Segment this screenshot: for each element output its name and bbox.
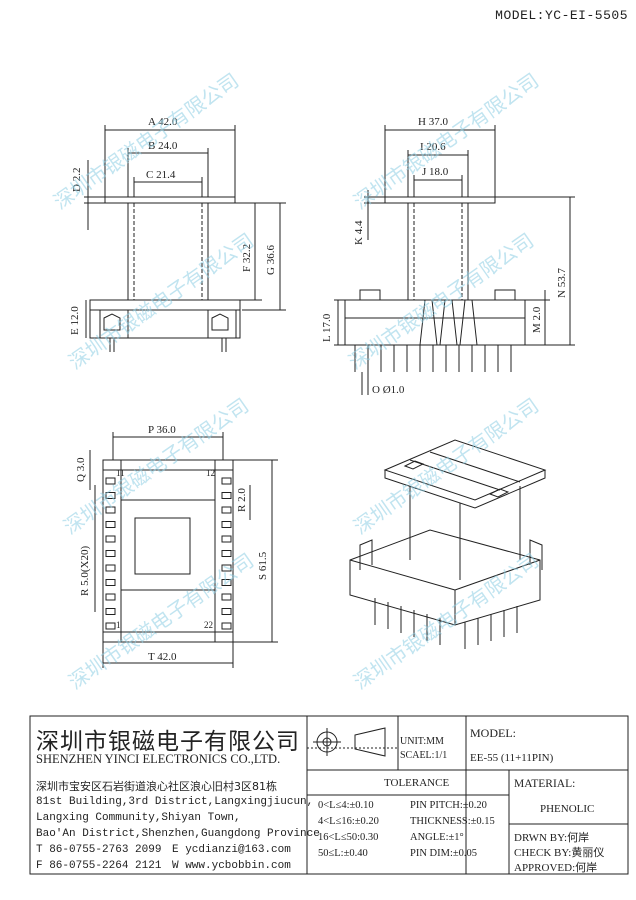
pin-slot	[105, 564, 116, 572]
bottom-view-pins	[105, 477, 232, 630]
dim-k: K 4.4	[353, 220, 365, 245]
approved-by: APPROVED:何岸	[514, 862, 598, 874]
side-view	[334, 125, 575, 395]
company-email: E ycdianzi@163.com	[172, 844, 291, 856]
watermark: 深圳市银磁电子有限公司	[344, 228, 538, 374]
company-web: W www.ycbobbin.com	[172, 860, 291, 872]
model-header: MODEL:YC-EI-5505	[495, 8, 628, 23]
dim-c: C 21.4	[146, 169, 176, 181]
drawn-by: DRWN BY:何岸	[514, 832, 590, 844]
watermark: 深圳市银磁电子有限公司	[64, 228, 258, 374]
dim-d: D 2.2	[71, 168, 83, 192]
pin-slot	[221, 535, 232, 543]
dim-q: Q 3.0	[75, 457, 87, 482]
pin-label-1: 1	[116, 620, 121, 630]
pin-tolerance-row: ANGLE:±1°	[410, 832, 464, 843]
pin-slot	[221, 506, 232, 514]
company-address-en-2: Langxing Community,Shiyan Town,	[36, 812, 241, 824]
dim-g: G 36.6	[265, 245, 277, 275]
tolerance-row: 0<L≤4:±0.10	[318, 800, 374, 811]
tolerance-row: 50≤L:±0.40	[318, 848, 368, 859]
model-label: MODEL:	[470, 726, 516, 740]
dim-s: S 61.5	[257, 551, 269, 580]
watermark: 深圳市银磁电子有限公司	[49, 68, 243, 214]
title-block-grid	[29, 715, 629, 875]
pin-slot	[105, 535, 116, 543]
dim-r: R 5.0(X20)	[79, 546, 91, 596]
pin-slot	[221, 564, 232, 572]
dim-i: I 20.6	[420, 141, 446, 153]
dim-n: N 53.7	[556, 268, 568, 298]
dim-f: F 32.2	[241, 244, 253, 272]
company-name-en: SHENZHEN YINCI ELECTRONICS CO.,LTD.	[36, 752, 281, 766]
pin-tolerance-row: PIN DIM:±0.05	[410, 848, 478, 859]
model-value: EE-55 (11+11PIN)	[470, 752, 554, 764]
company-address-en-3: Bao'An District,Shenzhen,Guangdong Provi…	[36, 828, 320, 840]
material-label: MATERIAL:	[514, 778, 576, 790]
pin-slot	[105, 593, 116, 601]
watermark: 深圳市银磁电子有限公司	[64, 548, 258, 694]
pin-slot	[105, 622, 116, 630]
tolerance-row: 16<L≤50:0.30	[318, 832, 379, 843]
pin-slot	[221, 622, 232, 630]
pin-slot	[221, 521, 232, 528]
watermark: 深圳市银磁电子有限公司	[349, 68, 543, 214]
pin-slot	[105, 506, 116, 514]
dim-t: T 42.0	[148, 651, 177, 663]
dim-r2: R 2.0	[236, 488, 248, 512]
pin-slot	[105, 579, 116, 586]
company-fax: F 86-0755-2264 2121	[36, 860, 162, 872]
dim-l: L 17.0	[321, 313, 333, 342]
scale-label: SCAEL:1/1	[400, 750, 448, 761]
dim-b: B 24.0	[148, 140, 178, 152]
pin-label-22: 22	[204, 620, 213, 630]
pin-tolerance-row: THICKNESS:±0.15	[410, 816, 495, 827]
bottom-view	[89, 432, 278, 668]
dim-j: J 18.0	[422, 166, 449, 178]
company-tel: T 86-0755-2763 2099	[36, 844, 162, 856]
tolerance-title: TOLERANCE	[384, 777, 450, 789]
company-address-en-1: 81st Building,3rd District,Langxingjiucu…	[36, 796, 314, 808]
watermark: 深圳市银磁电子有限公司	[349, 393, 543, 539]
dim-o: O Ø1.0	[372, 384, 405, 396]
pin-slot	[221, 593, 232, 601]
checked-by: CHECK BY:黄丽仪	[514, 847, 605, 859]
pin-tolerance-row: PIN PITCH:±0.20	[410, 800, 487, 811]
isometric-view	[349, 439, 547, 649]
pin-slot	[105, 477, 116, 485]
pin-slot	[221, 608, 232, 615]
pin-slot	[105, 608, 116, 615]
watermark: 深圳市银磁电子有限公司	[349, 548, 543, 694]
dim-h: H 37.0	[418, 116, 448, 128]
watermark: 深圳市银磁电子有限公司	[59, 393, 253, 539]
pin-slot	[221, 550, 232, 557]
pin-slot	[105, 550, 116, 557]
pin-slot	[105, 521, 116, 528]
pin-label-12: 12	[206, 468, 215, 478]
tolerance-row: 4<L≤16:±0.20	[318, 816, 379, 827]
material-value: PHENOLIC	[540, 803, 595, 815]
pin-slot	[221, 579, 232, 586]
company-address-cn: 深圳市宝安区石岩街道浪心社区浪心旧村3区81栋	[36, 780, 277, 793]
pin-slot	[221, 492, 232, 499]
pin-slot	[105, 492, 116, 499]
dim-p: P 36.0	[148, 424, 176, 436]
unit-label: UNIT:MM	[400, 736, 444, 747]
dim-m: M 2.0	[531, 306, 543, 333]
dim-e: E 12.0	[69, 306, 81, 335]
pin-slot	[221, 477, 232, 485]
company-name-cn: 深圳市银磁电子有限公司	[36, 729, 300, 755]
pin-label-11: 11	[116, 468, 125, 478]
front-view	[84, 125, 286, 352]
dim-a: A 42.0	[148, 116, 178, 128]
